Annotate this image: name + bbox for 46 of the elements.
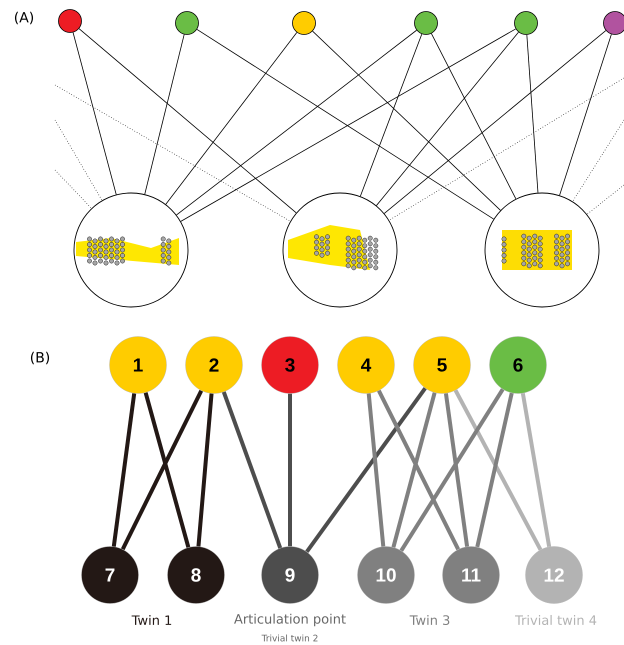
- panel-label: (A): [14, 12, 34, 24]
- connector-line: [377, 390, 460, 550]
- panel-label: (B): [30, 352, 50, 364]
- group-sublabel: Trivial twin 2: [262, 634, 318, 642]
- connector-line: [288, 394, 292, 546]
- connector-line: [144, 34, 185, 195]
- connector-line: [475, 392, 514, 548]
- connector-line: [196, 393, 214, 547]
- circle-node: [603, 11, 624, 35]
- connector-line: [54, 170, 92, 209]
- circle-node: [58, 9, 82, 33]
- connector-line: [400, 388, 504, 552]
- connector-line: [312, 30, 501, 211]
- connector-line: [72, 32, 117, 195]
- circle-node: [514, 11, 538, 35]
- connector-line: [366, 393, 386, 547]
- connector-line: [54, 120, 102, 201]
- group-label: Articulation point: [234, 614, 346, 626]
- group-label: Twin 3: [410, 614, 450, 626]
- connector-line: [526, 34, 538, 194]
- connector-line: [388, 78, 624, 221]
- connector-line: [520, 392, 552, 548]
- connector-line: [120, 390, 204, 550]
- connector-line: [165, 32, 298, 205]
- connector-line: [222, 391, 282, 549]
- connector-line: [572, 120, 624, 202]
- connector-line: [376, 32, 519, 206]
- connector-line: [78, 28, 297, 214]
- connector-line: [144, 392, 190, 548]
- connector-line: [444, 393, 470, 547]
- connector-line: [586, 184, 624, 215]
- circle-node: [292, 11, 316, 35]
- group-label: Trivial twin 4: [514, 614, 596, 626]
- connector-line: [54, 84, 291, 222]
- connector-line: [112, 393, 136, 547]
- connector-line: [176, 30, 417, 216]
- circle-node: [175, 11, 199, 35]
- connector-line: [305, 387, 427, 553]
- connector-line: [384, 30, 606, 214]
- connector-line: [559, 34, 612, 196]
- connector-line: [391, 392, 437, 548]
- group-label: Twin 1: [132, 615, 172, 625]
- circle-node: [414, 11, 438, 35]
- connector-line: [454, 389, 542, 551]
- connector-line: [431, 33, 516, 200]
- connector-line: [360, 34, 422, 197]
